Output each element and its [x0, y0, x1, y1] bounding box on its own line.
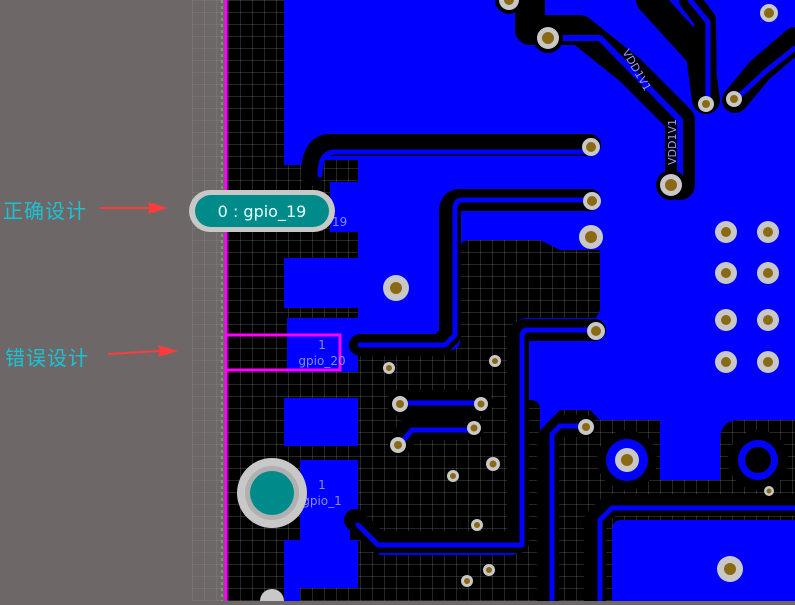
via — [583, 192, 601, 210]
via — [390, 437, 406, 453]
annotation-wrong-design: 错误设计 — [5, 346, 89, 370]
via — [715, 309, 737, 331]
annotation-correct-design: 正确设计 — [3, 199, 87, 223]
via — [715, 221, 737, 243]
pad-gpio1[interactable] — [237, 458, 307, 528]
via — [486, 457, 500, 471]
via — [582, 138, 600, 156]
via — [698, 96, 714, 112]
via — [597, 430, 657, 490]
via — [757, 221, 779, 243]
via — [392, 396, 408, 412]
via — [533, 23, 563, 53]
via — [757, 351, 779, 373]
via — [383, 275, 409, 301]
via — [726, 91, 742, 107]
outside-grid — [192, 0, 222, 601]
via — [715, 262, 737, 284]
signal-traces — [317, 0, 795, 604]
via — [717, 556, 743, 582]
via — [579, 225, 603, 249]
pad-gpio19-label: 0 : gpio_19 — [218, 202, 307, 222]
via — [447, 470, 459, 482]
arrow-wrong — [107, 345, 178, 357]
pad-gpio1-num: 1 — [318, 478, 326, 492]
via — [461, 575, 473, 587]
pad-gpio20-num: 1 — [318, 338, 326, 352]
via — [757, 309, 779, 331]
via — [728, 430, 788, 490]
via — [483, 564, 495, 576]
wrong-design-outline — [224, 333, 342, 372]
arrow-correct — [100, 202, 168, 214]
via — [715, 351, 737, 373]
via — [757, 262, 779, 284]
via — [587, 322, 605, 340]
pad-gpio20-name: gpio_20 — [298, 354, 345, 368]
via — [471, 519, 483, 531]
pad-gpio19[interactable]: 0 : gpio_19 — [189, 190, 335, 232]
net-label-vdd-b: VDD1V1 — [666, 119, 679, 165]
pad-gpio1-name: gpio_1 — [302, 494, 342, 508]
via — [474, 397, 488, 411]
via — [656, 170, 686, 200]
via — [764, 486, 774, 496]
outside-board-area — [0, 0, 222, 601]
via — [760, 4, 778, 22]
via — [383, 362, 395, 374]
via — [495, 0, 523, 14]
via — [489, 355, 501, 367]
pad-gpio19-partial: 19 — [332, 215, 347, 229]
via — [578, 419, 594, 435]
via — [467, 421, 481, 435]
